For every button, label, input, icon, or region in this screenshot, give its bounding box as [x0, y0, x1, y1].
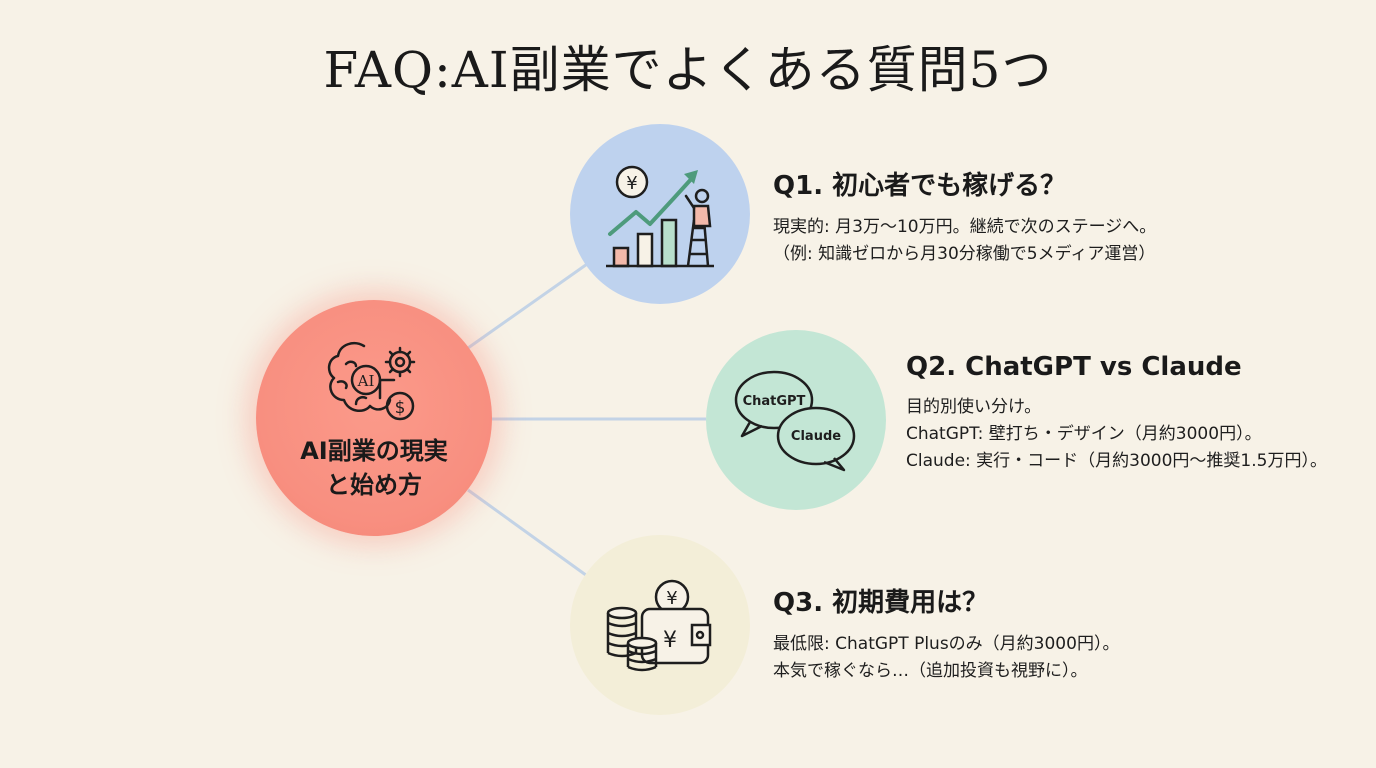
- brain-ai-gear-dollar-icon: AI $: [327, 342, 416, 421]
- yen-wallet-glyph: ¥: [663, 628, 677, 653]
- q2-answer-line3: Claude: 実行・コード（月約3000円〜推奨1.5万円）。: [906, 451, 1327, 471]
- q3-icon-circle: ¥ ¥: [570, 535, 750, 715]
- q3-answer-line1: 最低限: ChatGPT Plusのみ（月約3000円）。: [773, 634, 1120, 654]
- connector-q1: [467, 260, 591, 350]
- q1-answer-line2: （例: 知識ゼロから月30分稼働で5メディア運営）: [773, 244, 1156, 264]
- q2-icon-circle: ChatGPT Claude: [706, 330, 886, 510]
- faq-item-q3: Q3. 初期費用は？ 最低限: ChatGPT Plusのみ（月約3000円）。…: [773, 582, 1119, 685]
- connector-q3: [467, 488, 591, 580]
- q3-question: Q3. 初期費用は？: [773, 588, 989, 618]
- growth-chart-ladder-yen-icon: ¥: [606, 165, 714, 268]
- wallet-coins-yen-icon: ¥ ¥: [606, 579, 712, 672]
- q2-question: Q2. ChatGPT vs Claude: [906, 352, 1242, 382]
- faq-item-q2: Q2. ChatGPT vs Claude 目的別使い分け。 ChatGPT: …: [906, 352, 1327, 475]
- faq-item-q1: Q1. 初心者でも稼げる？ 現実的: 月3万〜10万円。継続で次のステージへ。 …: [773, 165, 1156, 268]
- dollar-sign-glyph: $: [395, 398, 406, 418]
- q2-answer-line1: 目的別使い分け。: [906, 397, 1042, 417]
- center-label-line1: AI副業の現実: [300, 437, 448, 465]
- chat-bubbles-icon: ChatGPT Claude: [734, 370, 856, 472]
- center-label-line2: と始め方: [326, 471, 422, 499]
- yen-coin-glyph: ¥: [666, 588, 677, 609]
- q1-answer-line1: 現実的: 月3万〜10万円。継続で次のステージへ。: [773, 217, 1157, 237]
- yen-glyph: ¥: [626, 173, 637, 194]
- bubble-claude-label: Claude: [791, 429, 841, 444]
- bubble-chatgpt-label: ChatGPT: [743, 394, 806, 409]
- center-hub: AI $ AI副業の現実 と始め方: [256, 300, 492, 536]
- q2-answer-line2: ChatGPT: 壁打ち・デザイン（月約3000円）。: [906, 424, 1262, 444]
- q1-question: Q1. 初心者でも稼げる？: [773, 171, 1067, 201]
- page-title: FAQ:AI副業でよくある質問5つ: [323, 41, 1053, 99]
- q3-answer-line2: 本気で稼ぐなら…（追加投資も視野に）。: [773, 661, 1088, 681]
- center-label: AI副業の現実 と始め方: [256, 434, 492, 502]
- q1-icon-circle: ¥: [570, 124, 750, 304]
- ai-text: AI: [357, 372, 375, 390]
